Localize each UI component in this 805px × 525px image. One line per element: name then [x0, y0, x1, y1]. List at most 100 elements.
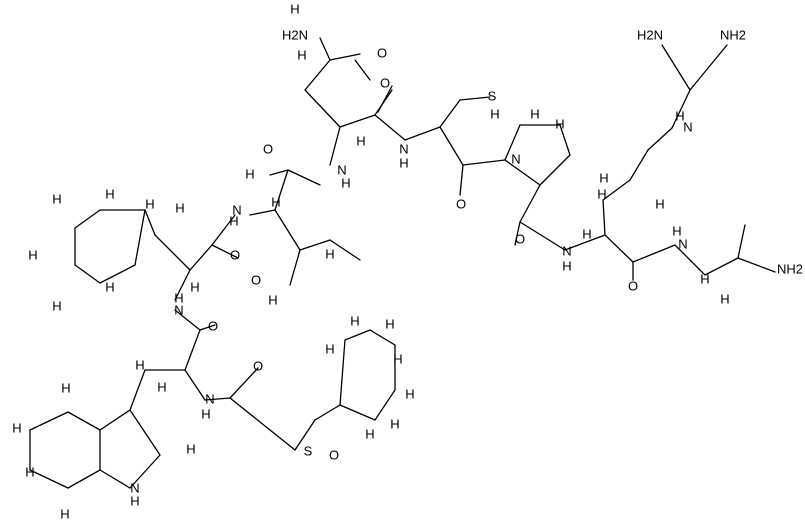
- bond-line: [274, 169, 289, 211]
- atom-label: H: [297, 47, 306, 62]
- bond-line: [689, 44, 728, 91]
- atom-label: H: [325, 341, 334, 356]
- bond-line: [674, 244, 706, 276]
- atom-label: H: [145, 196, 154, 211]
- atom-label: H: [393, 351, 402, 366]
- bond-line: [459, 164, 464, 196]
- bond-line: [439, 126, 464, 166]
- bond-line: [304, 59, 331, 91]
- atom-label: H: [365, 426, 374, 441]
- bond-line: [294, 419, 316, 451]
- atom-label: O: [263, 141, 273, 156]
- atom-label: S: [488, 88, 497, 103]
- bond-line: [299, 239, 331, 251]
- atom-label: S: [304, 443, 313, 458]
- bond-line: [737, 224, 746, 259]
- bond-line: [519, 184, 541, 223]
- atom-label: H: [350, 313, 359, 328]
- atom-label: H: [52, 191, 61, 206]
- atom-label: H: [356, 133, 365, 148]
- atom-label: H: [12, 420, 21, 435]
- atom-label: H: [175, 200, 184, 215]
- atom-label: O: [208, 318, 218, 333]
- atom-label: H: [28, 247, 37, 262]
- atom-label: O: [456, 196, 466, 211]
- atom-label: H: [530, 106, 539, 121]
- bond-line: [604, 234, 634, 263]
- bond-line: [462, 159, 506, 166]
- bond-line: [211, 214, 236, 246]
- bond-line: [564, 234, 606, 251]
- bond-line: [377, 85, 393, 113]
- bond-line: [204, 397, 231, 401]
- bond-line: [269, 429, 296, 451]
- atom-label: O: [253, 358, 263, 373]
- bond-line: [229, 367, 259, 399]
- bond-line: [289, 249, 301, 286]
- atom-label: H: [700, 271, 709, 286]
- bond-line: [274, 209, 301, 251]
- atom-label: H: [562, 258, 571, 273]
- atom-label: N: [678, 236, 687, 251]
- bond-line: [671, 89, 691, 129]
- bond-line: [67, 411, 101, 431]
- bond-line: [339, 404, 376, 421]
- atom-label: H: [105, 279, 114, 294]
- atom-label: H: [245, 166, 254, 181]
- bond-layer: [29, 37, 776, 489]
- atom-label: N: [683, 119, 692, 134]
- atom-label: H2N: [282, 27, 308, 42]
- atom-label: H: [190, 279, 199, 294]
- atom-label: H: [157, 379, 166, 394]
- atom-label: O: [380, 75, 390, 90]
- bond-line: [539, 154, 571, 186]
- atom-label: H: [290, 1, 299, 16]
- bond-line: [439, 99, 461, 128]
- atom-label: H: [201, 406, 210, 421]
- bond-line: [339, 114, 376, 128]
- bond-line: [374, 389, 396, 421]
- atom-label: O: [251, 272, 261, 287]
- atom-label: NH2: [720, 27, 746, 42]
- bond-line: [504, 159, 541, 186]
- bond-line: [189, 244, 213, 271]
- bond-line: [99, 409, 131, 431]
- atom-label: H: [186, 441, 195, 456]
- atom-label: H: [490, 106, 499, 121]
- bond-line: [339, 339, 346, 406]
- atom-label: H: [25, 464, 34, 479]
- atom-label: H: [325, 246, 334, 261]
- atom-label: N: [337, 162, 346, 177]
- bond-line: [519, 221, 566, 251]
- bond-line: [99, 264, 136, 284]
- bond-line: [211, 244, 239, 259]
- atom-label: H: [130, 493, 139, 508]
- atom-label: H: [60, 506, 69, 521]
- bond-line: [174, 269, 191, 301]
- atom-label: H: [229, 213, 238, 228]
- bond-line: [154, 234, 191, 271]
- atom-label: H: [135, 357, 144, 372]
- bond-line: [602, 179, 631, 201]
- atom-label: H: [555, 116, 564, 131]
- atom-label: H: [105, 186, 114, 201]
- bond-line: [287, 169, 321, 186]
- atom-label: N: [205, 391, 214, 406]
- atom-label: N: [232, 202, 241, 217]
- atom-label: H: [174, 290, 183, 305]
- bond-line: [704, 257, 739, 276]
- bond-line: [74, 264, 101, 284]
- bond-line: [559, 124, 571, 156]
- atom-label: H: [390, 416, 399, 431]
- atom-label: H: [720, 291, 729, 306]
- atom-label: N: [399, 141, 408, 156]
- atom-label: H: [271, 194, 280, 209]
- bond-line: [74, 209, 101, 229]
- bond-line: [67, 469, 101, 489]
- atom-label: O: [329, 447, 339, 462]
- bond-line: [661, 44, 691, 91]
- bond-line: [514, 221, 521, 246]
- bond-line: [602, 199, 606, 236]
